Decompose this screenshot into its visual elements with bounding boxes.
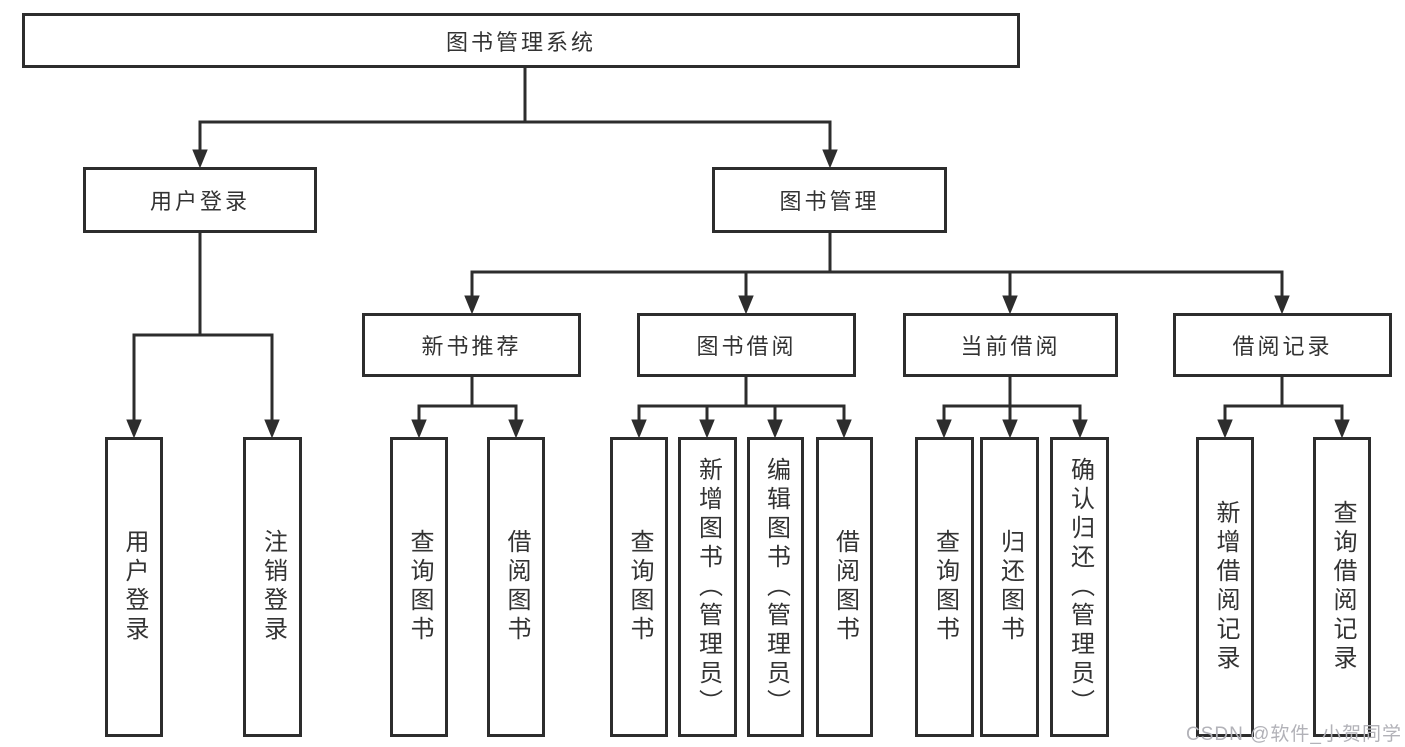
node-system-root: 图书管理系统 bbox=[22, 13, 1020, 68]
leaf-borrow-books: 借阅图书 bbox=[816, 437, 873, 737]
leaf-query-books-current: 查询图书 bbox=[915, 437, 974, 737]
leaf-logout: 注销登录 bbox=[243, 437, 302, 737]
node-borrowing-records-label: 借阅记录 bbox=[1232, 334, 1333, 359]
leaf-return-book: 归还图书 bbox=[980, 437, 1039, 737]
leaf-query-books-recommend: 查询图书 bbox=[390, 437, 448, 737]
node-book-borrowing-label: 图书借阅 bbox=[696, 334, 797, 359]
node-current-borrowing-label: 当前借阅 bbox=[960, 334, 1061, 359]
node-user-login-label: 用户登录 bbox=[149, 189, 250, 214]
node-system-root-label: 图书管理系统 bbox=[445, 29, 596, 55]
leaf-add-book-admin: 新增图书（管理员） bbox=[678, 437, 737, 737]
leaf-confirm-return-admin: 确认归还（管理员） bbox=[1050, 437, 1109, 737]
leaf-edit-book-admin: 编辑图书（管理员） bbox=[747, 437, 804, 737]
node-book-management-label: 图书管理 bbox=[779, 189, 880, 214]
node-new-book-recommend-label: 新书推荐 bbox=[421, 334, 522, 359]
leaf-query-borrow-record: 查询借阅记录 bbox=[1313, 437, 1371, 737]
node-book-management: 图书管理 bbox=[712, 167, 947, 233]
node-book-borrowing: 图书借阅 bbox=[637, 313, 856, 377]
node-new-book-recommend: 新书推荐 bbox=[362, 313, 581, 377]
node-borrowing-records: 借阅记录 bbox=[1173, 313, 1392, 377]
leaf-borrow-books-recommend: 借阅图书 bbox=[487, 437, 545, 737]
watermark: CSDN @软件_小贺同学 bbox=[1186, 724, 1402, 745]
node-current-borrowing: 当前借阅 bbox=[903, 313, 1118, 377]
leaf-query-books-borrow: 查询图书 bbox=[610, 437, 668, 737]
leaf-user-login: 用户登录 bbox=[105, 437, 163, 737]
node-user-login: 用户登录 bbox=[83, 167, 317, 233]
leaf-add-borrow-record: 新增借阅记录 bbox=[1196, 437, 1254, 737]
